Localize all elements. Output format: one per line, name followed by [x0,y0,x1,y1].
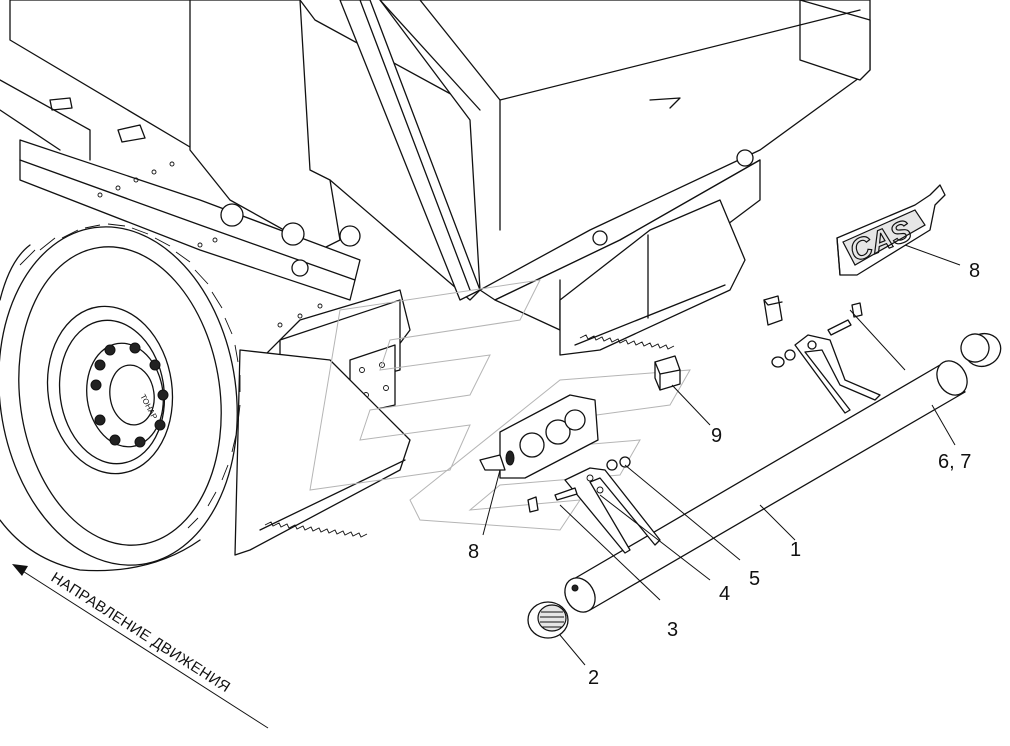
direction-arrowhead-icon [12,564,28,576]
callout-1: 1 [790,539,801,561]
callout-3: 3 [667,619,678,641]
callout-8-right: 8 [969,260,980,282]
callout-8-left: 8 [468,541,479,563]
background-outline-symbol [309,279,691,531]
fender-and-mudflaps [234,199,746,556]
callout-labels: 1 2 3 4 5 6, 7 8 8 9 [468,260,980,689]
wheel-assembly: ТОНАР [0,223,241,572]
bumper-bracket-left [527,456,741,601]
bumper-bracket-right [771,302,906,414]
part-6-7-end-cap [931,332,1002,446]
direction-of-travel-label: НАПРАВЛЕНИЕ ДВИЖЕНИЯ [48,569,233,696]
callout-5: 5 [749,568,760,590]
dump-body [0,0,871,331]
direction-of-travel-indicator: НАПРАВЛЕНИЕ ДВИЖЕНИЯ [12,564,269,729]
callout-6-7: 6, 7 [938,451,971,473]
callout-4: 4 [719,583,730,605]
part-9-marker-block [654,355,711,426]
part-1-bumper-tube [564,360,968,613]
callout-9: 9 [711,425,722,447]
part-8-rear-lamp-right: CAS [836,184,961,276]
small-square-part [763,295,783,326]
callout-2: 2 [588,667,599,689]
part-2-round-reflector [527,601,586,666]
part-8-rear-lamp-left [479,394,599,536]
